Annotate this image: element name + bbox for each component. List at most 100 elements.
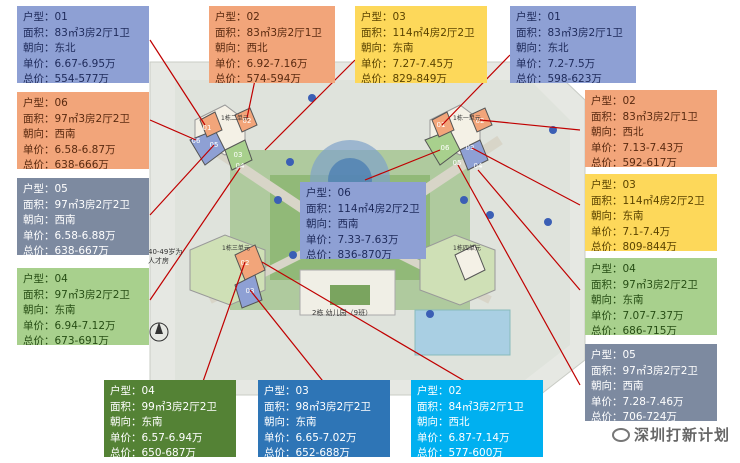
- unit-info-line: 面积：97㎡3房2厅2卫: [591, 278, 698, 291]
- unit-info-line: 朝向：东南: [110, 416, 163, 429]
- unit-info-line: 总价：574-594万: [215, 73, 301, 83]
- svg-text:01: 01: [437, 121, 446, 129]
- unit-info-line: 朝向：东南: [591, 294, 644, 307]
- unit-info-line: 朝向：西北: [417, 416, 470, 429]
- plan-label-unit-2: 1栋二单元: [221, 115, 249, 122]
- unit-info-line: 单价：6.57-6.94万: [110, 431, 203, 444]
- unit-info-line: 总价：706-724万: [591, 411, 677, 421]
- unit-info-line: 单价：6.67-6.95万: [23, 57, 116, 70]
- unit-info-line: 朝向：东南: [361, 42, 414, 55]
- svg-text:04: 04: [474, 162, 483, 170]
- unit-info-line: 总价：638-667万: [23, 245, 109, 255]
- unit-info-line: 朝向：东北: [516, 42, 569, 55]
- unit-info-line: 面积：98㎡3房2厅2卫: [264, 400, 371, 413]
- svg-text:04: 04: [236, 162, 245, 170]
- unit-info-line: 朝向：东北: [23, 42, 76, 55]
- unit-info-line: 单价：7.33-7.63万: [306, 233, 399, 246]
- unit-info-line: 面积：97㎡3房2厅2卫: [23, 112, 130, 125]
- unit-info-line: 总价：809-844万: [591, 241, 677, 251]
- unit-info-card: 户型：06 面积：114㎡4房2厅2卫朝向：西南单价：7.33-7.63万总价：8…: [300, 182, 426, 259]
- svg-text:01: 01: [203, 124, 212, 132]
- kindergarten-field: [330, 285, 370, 305]
- unit-info-line: 总价：652-688万: [264, 447, 350, 457]
- unit-info-line: 朝向：东南: [264, 416, 317, 429]
- unit-info-line: 户型：02: [591, 95, 636, 107]
- svg-text:02: 02: [243, 117, 252, 125]
- unit-info-line: 单价：7.2-7.5万: [516, 57, 596, 70]
- unit-info-line: 面积：114㎡4房2厅2卫: [591, 194, 705, 207]
- unit-info-line: 朝向：西南: [306, 218, 359, 231]
- unit-info-line: 户型：03: [361, 11, 406, 23]
- unit-info-line: 面积：84㎡3房2厅1卫: [417, 400, 524, 413]
- unit-info-line: 户型：06: [306, 187, 351, 199]
- unit-info-line: 户型：01: [516, 11, 561, 23]
- side-note: 40-49岁为人才房: [148, 248, 183, 265]
- unit-info-line: 面积：114㎡4房2厅2卫: [306, 202, 420, 215]
- unit-info-line: 单价：6.65-7.02万: [264, 431, 357, 444]
- unit-info-line: 户型：05: [23, 183, 68, 195]
- unit-info-line: 单价：7.13-7.43万: [591, 141, 684, 154]
- unit-info-line: 朝向：西南: [23, 128, 76, 141]
- unit-info-line: 户型：04: [110, 385, 155, 397]
- svg-text:03: 03: [466, 144, 475, 152]
- svg-text:06: 06: [192, 137, 201, 145]
- unit-info-line: 朝向：西北: [215, 42, 268, 55]
- unit-info-line: 总价：577-600万: [417, 447, 503, 457]
- building-1-unit-5: [419, 234, 496, 306]
- unit-info-line: 面积：83㎡3房2厅1卫: [591, 110, 698, 123]
- unit-info-line: 单价：7.07-7.37万: [591, 309, 684, 322]
- unit-info-line: 总价：829-849万: [361, 73, 447, 83]
- unit-info-line: 总价：836-870万: [306, 249, 392, 259]
- pool-area: [414, 309, 511, 356]
- unit-info-line: 面积：83㎡3房2厅1卫: [516, 26, 623, 39]
- unit-info-line: 面积：97㎡3房2厅2卫: [23, 288, 130, 301]
- unit-info-line: 单价：6.58-6.88万: [23, 229, 116, 242]
- watermark-text: 深圳打新计划: [633, 426, 730, 444]
- unit-info-card: 户型：03 面积：98㎡3房2厅2卫朝向：东南单价：6.65-7.02万总价：65…: [258, 380, 390, 457]
- leader-lines: [149, 39, 581, 391]
- unit-info-line: 面积：99㎡3房2厅2卫: [110, 400, 217, 413]
- unit-info-line: 面积：97㎡3房2厅2卫: [591, 364, 698, 377]
- unit-info-line: 面积：114㎡4房2厅2卫: [361, 26, 475, 39]
- unit-info-line: 户型：04: [23, 273, 68, 285]
- svg-text:03: 03: [246, 287, 255, 295]
- unit-info-card: 户型：01 面积：83㎡3房2厅1卫朝向：东北单价：6.67-6.95万总价：55…: [17, 6, 149, 83]
- unit-info-line: 总价：686-715万: [591, 325, 677, 335]
- unit-info-line: 总价：554-577万: [23, 73, 109, 83]
- marker-dots: [274, 94, 557, 318]
- unit-info-line: 单价：6.58-6.87万: [23, 143, 116, 156]
- unit-info-line: 户型：02: [417, 385, 462, 397]
- unit-info-line: 朝向：西南: [591, 380, 644, 393]
- unit-info-line: 朝向：东南: [23, 304, 76, 317]
- unit-info-line: 单价：7.28-7.46万: [591, 395, 684, 408]
- plan-label-unit-4: 1栋四单元: [453, 245, 481, 252]
- unit-info-line: 总价：598-623万: [516, 73, 602, 83]
- plan-label-unit-1: 1栋一单元: [453, 115, 481, 122]
- unit-info-line: 面积：83㎡3房2厅1卫: [23, 26, 130, 39]
- unit-info-line: 单价：7.27-7.45万: [361, 57, 454, 70]
- unit-info-line: 户型：02: [215, 11, 260, 23]
- unit-info-line: 朝向：西南: [23, 214, 76, 227]
- unit-info-line: 户型：03: [591, 179, 636, 191]
- building-1-unit-2: [189, 104, 258, 171]
- unit-info-line: 单价：7.1-7.4万: [591, 225, 671, 238]
- unit-info-line: 户型：06: [23, 97, 68, 109]
- unit-info-card: 户型：01 面积：83㎡3房2厅1卫朝向：东北单价：7.2-7.5万总价：598-…: [510, 6, 636, 83]
- svg-text:05: 05: [453, 159, 462, 167]
- unit-info-line: 户型：03: [264, 385, 309, 397]
- watermark: 深圳打新计划: [611, 424, 730, 445]
- unit-info-line: 单价：6.87-7.14万: [417, 431, 510, 444]
- unit-info-line: 户型：01: [23, 11, 68, 23]
- unit-info-line: 单价：6.92-7.16万: [215, 57, 308, 70]
- unit-info-line: 朝向：西北: [591, 126, 644, 139]
- north-arrow: [149, 322, 169, 342]
- plan-label-kindergarten: 2栋 幼儿园（9班）: [312, 309, 373, 317]
